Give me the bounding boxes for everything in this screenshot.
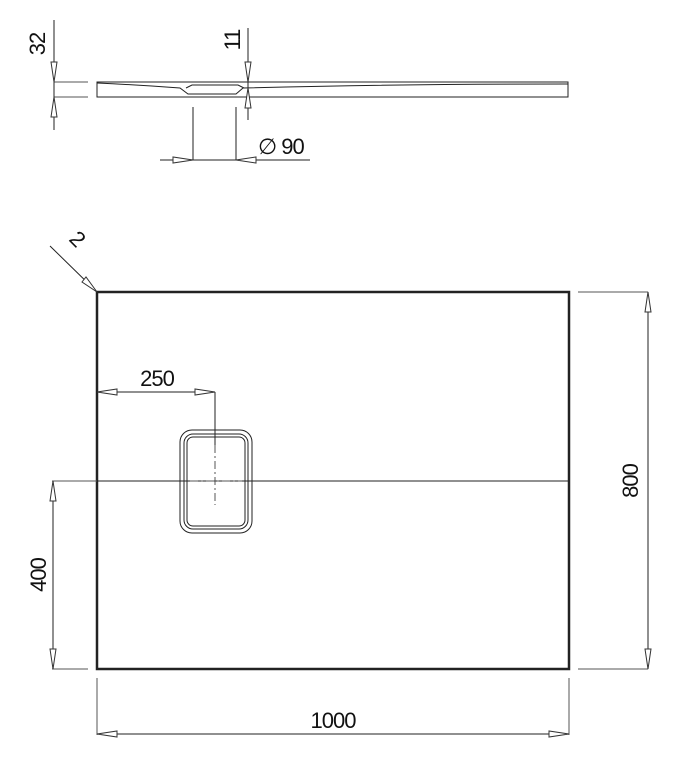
depth-dimension-label: 800 xyxy=(618,463,643,497)
chamfer-label: 2 xyxy=(64,226,90,252)
drain-offset-y-label: 400 xyxy=(26,557,51,591)
drain-recess xyxy=(185,84,245,89)
drain-diameter-label: ∅ 90 xyxy=(258,134,305,159)
height-dimension-label: 32 xyxy=(25,32,50,55)
tray-top-slope xyxy=(96,82,569,95)
drain-offset-x-label: 250 xyxy=(140,366,174,391)
width-dimension-label: 1000 xyxy=(311,708,357,733)
drain-outer xyxy=(179,429,253,534)
plan-view: 2 250 400 800 1000 xyxy=(26,226,652,738)
tray-profile xyxy=(96,81,569,98)
side-view: 32 11 ∅ 90 xyxy=(25,20,569,164)
drain-depth-label: 11 xyxy=(220,29,245,51)
